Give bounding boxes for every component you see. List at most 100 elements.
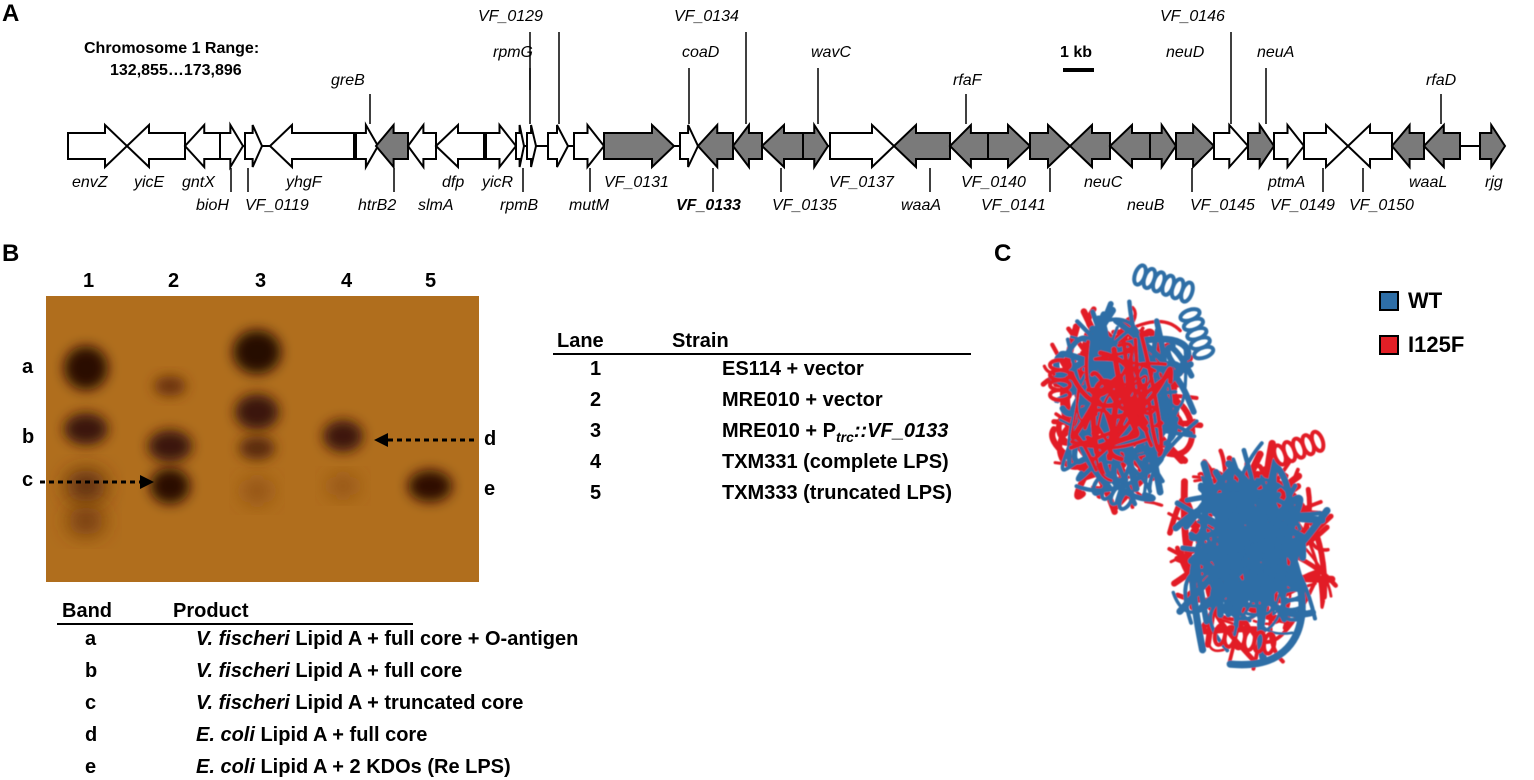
band-table-header-product: Product	[173, 600, 249, 622]
gene-label-neuC: neuC	[1084, 174, 1123, 191]
species-name: V. fischeri	[196, 660, 290, 682]
band-table-row-product: E. coli Lipid A + full core	[196, 724, 427, 747]
gene-label-greB: greB	[331, 72, 365, 89]
protein-ribbon-segment	[1070, 386, 1087, 437]
protein-helix	[1178, 307, 1216, 361]
lane2-band-c	[150, 468, 190, 504]
gel-label-d: d	[484, 428, 497, 450]
gene-arrow-yhgF	[268, 122, 355, 170]
gene-arrow-VF_0131	[603, 122, 676, 170]
protein-ribbon-segment	[1272, 572, 1288, 616]
gene-label-rfaF: rfaF	[953, 72, 982, 89]
gene-arrow-coaD	[696, 122, 734, 170]
gel-label-c: c	[22, 469, 34, 491]
gene-arrow-bioH	[219, 121, 245, 171]
lane-table-header-strain: Strain	[672, 330, 729, 352]
legend-label-i125f: I125F	[1408, 332, 1465, 357]
gene-arrow-greB	[355, 121, 380, 171]
gene-arrow-dfp	[434, 122, 485, 170]
gene-label-wavC: wavC	[811, 44, 852, 61]
band-table-row-letter: a	[85, 628, 97, 650]
lane4-smear	[329, 476, 357, 496]
gene-label-VF_0146: VF_0146	[1160, 8, 1225, 25]
gene-arrow-envZ	[67, 122, 129, 170]
band-table-row-letter: b	[85, 660, 98, 682]
species-name: V. fischeri	[196, 692, 290, 714]
gene-label-VF_0133: VF_0133	[676, 197, 741, 214]
lane-number-1: 1	[83, 270, 95, 292]
protein-ribbon-segment	[1091, 419, 1199, 494]
protein-ribbon-segment	[1228, 496, 1284, 579]
strain-text: TXM333 (truncated LPS)	[722, 482, 953, 504]
gene-label-envZ: envZ	[72, 174, 108, 191]
gene-label-VF_0129: VF_0129	[478, 8, 543, 25]
gene-label-VF_0135: VF_0135	[772, 197, 837, 214]
gene-arrow-slmA	[406, 121, 437, 171]
lane-table-row-number: 3	[590, 420, 602, 442]
gene-label-VF_0149: VF_0149	[1270, 197, 1335, 214]
band-table-row-product: V. fischeri Lipid A + truncated core	[196, 692, 523, 715]
lane1-band-b	[64, 413, 108, 445]
protein-ribbon-segment	[1133, 337, 1154, 448]
protein-helix	[1091, 473, 1135, 512]
gene-arrow-rpmB	[515, 124, 526, 168]
gene-arrow-VF_0137	[829, 122, 896, 170]
product-description: Lipid A + full core + O-antigen	[289, 628, 579, 650]
protein-ribbon-segment	[1216, 489, 1264, 520]
gene-arrow-waaA	[892, 122, 951, 170]
product-description: Lipid A + full core	[254, 724, 428, 746]
gene-label-VF_0119: VF_0119	[245, 197, 309, 214]
protein-helix	[1278, 577, 1308, 622]
protein-ribbon-segment	[1231, 477, 1270, 533]
band-table-row-product: V. fischeri Lipid A + full core	[196, 660, 462, 683]
gene-arrow-neuD	[1149, 121, 1178, 171]
gene-label-yicE: yicE	[134, 174, 165, 191]
lane-table-row-number: 2	[590, 389, 602, 411]
gene-label-ptmA: ptmA	[1268, 174, 1306, 191]
gene-arrow-VF_0145	[1175, 122, 1216, 170]
band-table-row-product: V. fischeri Lipid A + full core + O-anti…	[196, 628, 578, 651]
gene-arrow-rpmG	[526, 124, 538, 168]
gene-arrow-VF_0149	[1303, 122, 1350, 170]
gel-arrows	[40, 433, 474, 489]
species-name: E. coli	[196, 724, 255, 746]
gene-tick-lines	[230, 32, 1442, 192]
gene-label-VF_0145: VF_0145	[1190, 197, 1255, 214]
lane-table-row-strain: TXM333 (truncated LPS)	[722, 482, 952, 505]
gene-arrow-yicE	[125, 122, 186, 170]
protein-ribbon-segment	[1214, 489, 1278, 591]
range-title: Chromosome 1 Range:	[84, 40, 260, 57]
gene-arrow-rfaF	[948, 122, 989, 170]
gene-label-neuD: neuD	[1166, 44, 1205, 61]
lane-table-row-strain: MRE010 + vector	[722, 389, 883, 412]
gene-arrow-VF_0141	[1029, 122, 1072, 170]
protein-ribbon-segment	[1139, 332, 1164, 454]
gene-arrow-waaL	[1390, 122, 1425, 170]
panel-b-letter: B	[2, 240, 20, 267]
protein-ribbon-segment	[1086, 363, 1144, 427]
lane-table-row-number: 4	[590, 451, 602, 473]
strain-text: TXM331 (complete LPS)	[722, 451, 949, 473]
gene-label-VF_0150: VF_0150	[1349, 197, 1414, 214]
arrow-d-head	[374, 433, 388, 447]
lane-table-row-number: 5	[590, 482, 602, 504]
product-description: Lipid A + full core	[289, 660, 463, 682]
gene-arrow-VF_0140	[987, 122, 1032, 170]
lane1-band-a	[64, 346, 108, 390]
gene-label-VF_0134: VF_0134	[674, 8, 739, 25]
band-table-rule	[57, 623, 413, 625]
gene-label-VF_0137: VF_0137	[829, 174, 894, 191]
gene-label-rpmG: rpmG	[493, 44, 533, 61]
product-description: Lipid A + 2 KDOs (Re LPS)	[254, 756, 511, 778]
gene-arrow-ptmA	[1273, 122, 1306, 170]
strain-text: MRE010 + vector	[722, 389, 883, 411]
gene-label-waaA: waaA	[901, 197, 942, 214]
lane1-smear	[68, 507, 104, 535]
lane2-band-a	[154, 376, 186, 396]
gene-arrow-VF_0150	[1346, 122, 1393, 170]
gene-label-neuB: neuB	[1127, 197, 1165, 214]
gene-label-bioH: bioH	[196, 197, 229, 214]
legend-swatch-wt	[1379, 291, 1399, 311]
band-table-row-product: E. coli Lipid A + 2 KDOs (Re LPS)	[196, 756, 511, 779]
protein-ribbon-segment	[1151, 336, 1188, 409]
